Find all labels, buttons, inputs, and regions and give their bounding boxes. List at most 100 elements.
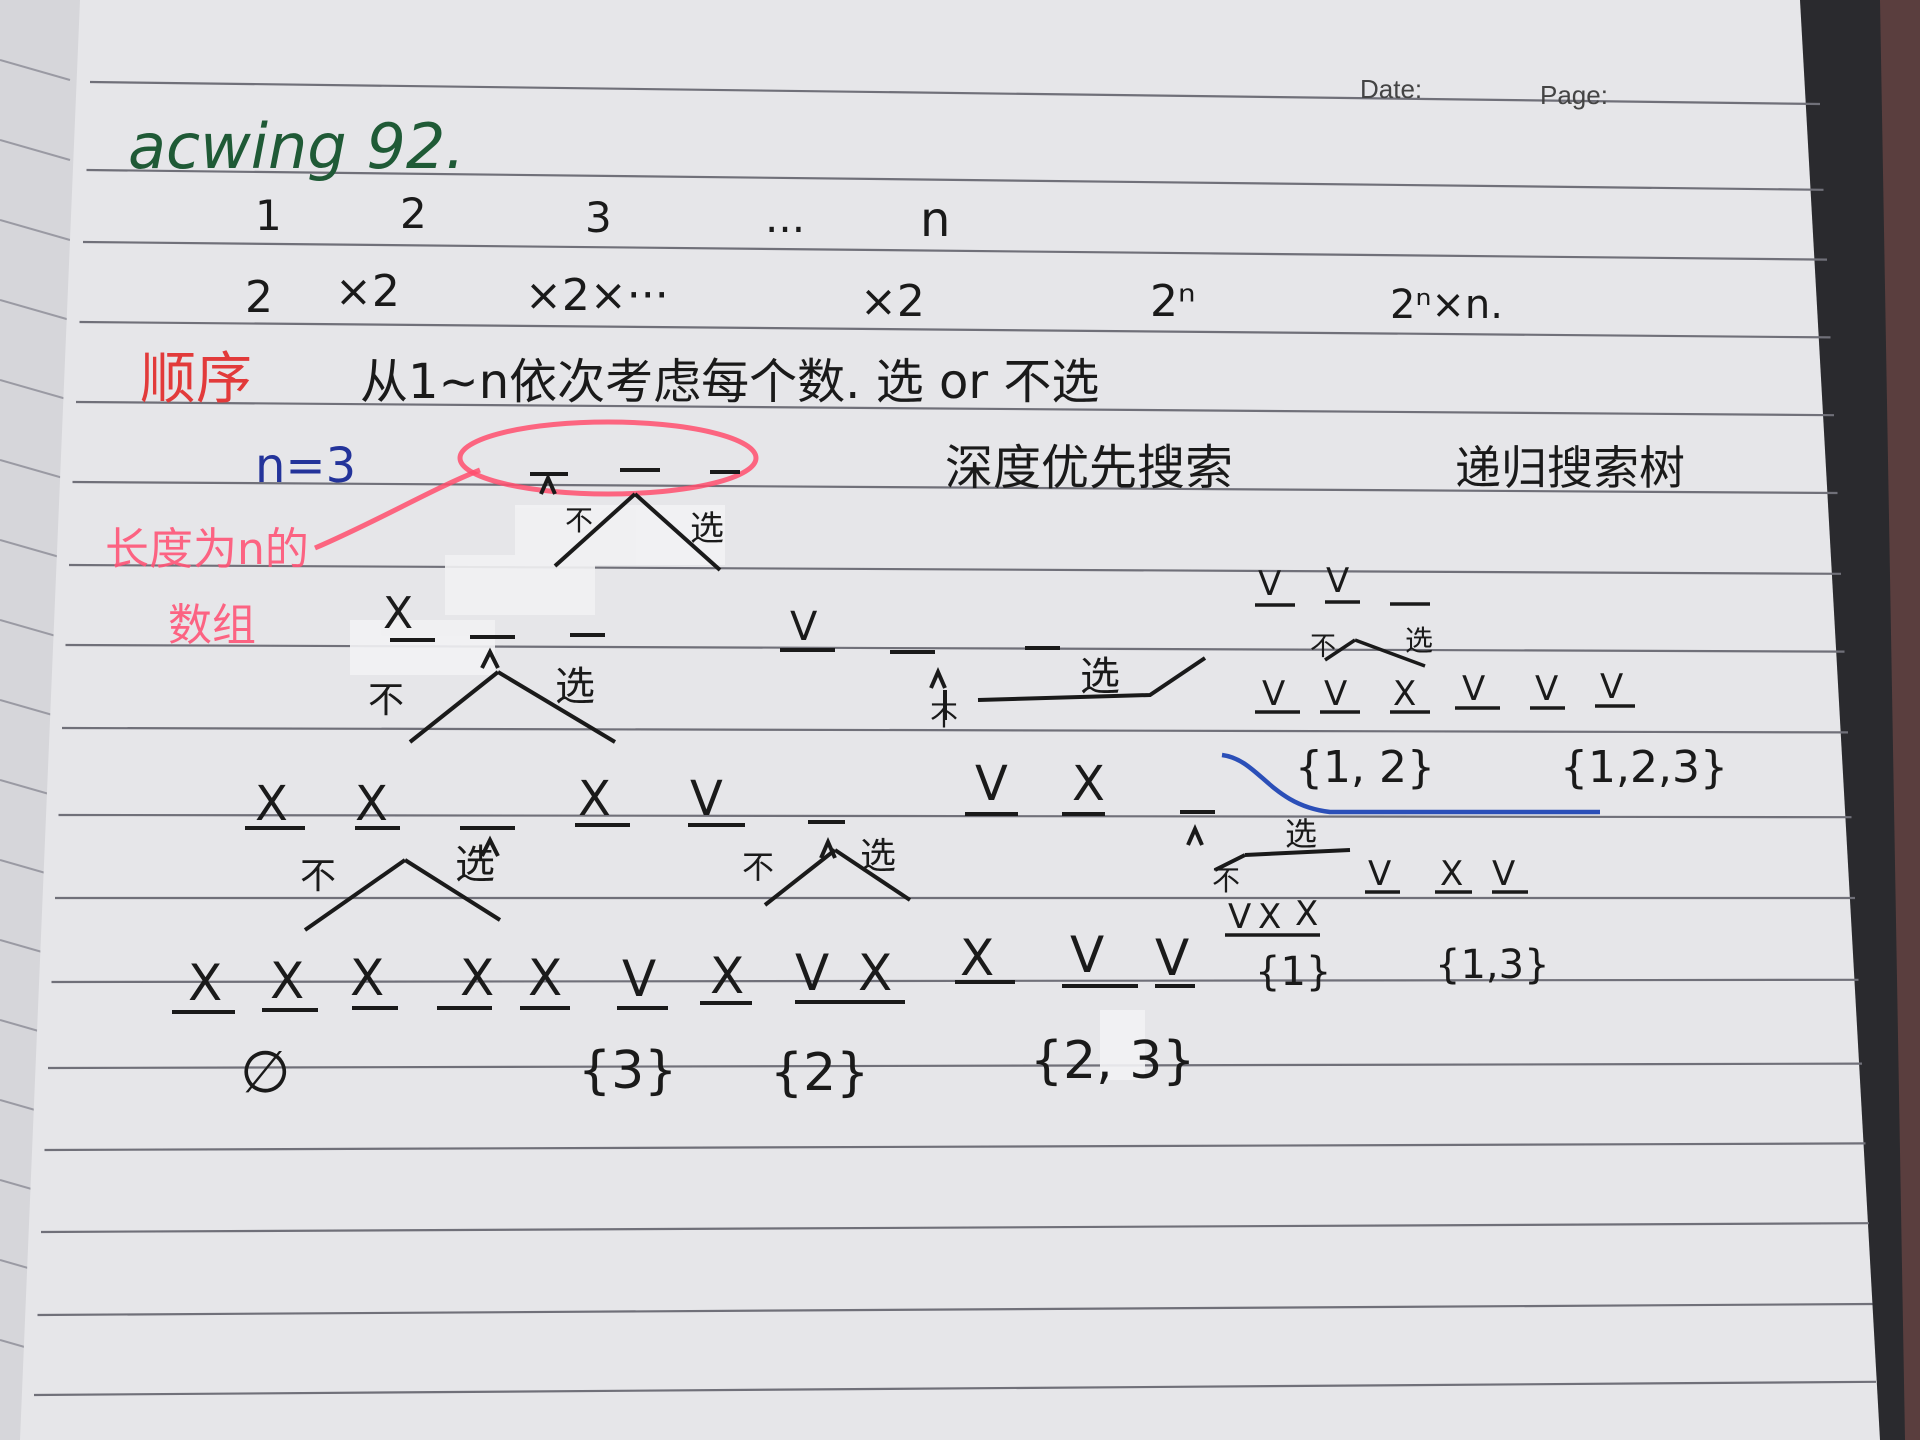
seq-3: 3 (585, 193, 612, 242)
mark-ur-3: V (1262, 674, 1285, 714)
level2-marks: X X X V V X 不 选 不 选 不 选 (255, 756, 1317, 897)
subset-3: {3} (578, 1041, 677, 1101)
branch-choose-0: 选 (690, 509, 724, 549)
ruled-line (72, 480, 1838, 495)
subset-empty: ∅ (240, 1038, 291, 1106)
subset-1: {1} (1255, 949, 1331, 995)
right-subtree-lines (1225, 890, 1528, 937)
branch-not-2a: 不 (300, 856, 336, 897)
tree-level2 (245, 810, 1351, 932)
highlight-circle (457, 419, 759, 497)
branch-choose-1b: 选 (1080, 654, 1120, 700)
branch-not-ur: 不 (1310, 632, 1336, 662)
mark-l2-3: X (578, 771, 611, 827)
tree-upper-right (1255, 600, 1635, 714)
leaf-12: V (1155, 929, 1189, 987)
branch-not-2b: 不 (742, 848, 774, 886)
leaf-2: X (270, 952, 304, 1010)
ruled-line (40, 1222, 1870, 1234)
ruled-line (61, 726, 1849, 734)
branch-not-1b: 不 (930, 699, 958, 732)
mark-ur-5: X (1393, 674, 1416, 714)
order-text: 从1~n依次考虑每个数. 选 or 不选 (360, 354, 1099, 410)
branch-choose-2b: 选 (860, 836, 896, 877)
ruled-line (82, 240, 1828, 261)
order-label: 顺序 (140, 347, 252, 412)
recursion-tree-label: 递归搜索树 (1455, 441, 1685, 495)
ruled-lines (33, 80, 1877, 1397)
leaf-11: V (1070, 926, 1104, 984)
right-subtree-marks: V X X V X V (1228, 854, 1515, 937)
mark-l1-b: V (790, 604, 818, 650)
seq-n: n (920, 192, 950, 248)
leaf-3: X (350, 949, 384, 1007)
mark-ur-1: V (1258, 564, 1281, 604)
subset-1-2-3: {1,2,3} (1560, 742, 1728, 793)
mark-rs-6: V (1492, 854, 1515, 894)
array-note-line1: 长度为n的 (105, 524, 309, 575)
branch-not-1a: 不 (368, 680, 404, 721)
ruled-line (75, 400, 1835, 417)
array-note-line2: 数组 (168, 600, 256, 651)
leaf-6: V (622, 950, 656, 1008)
n-value: n=3 (255, 438, 356, 494)
mark-ur-4: V (1324, 674, 1347, 714)
leaf-marks: X X X X X V X V X X V V (188, 926, 1189, 1012)
page-label: Page: (1540, 80, 1608, 110)
mark-rs-2: X (1258, 897, 1281, 937)
branch-choose-2a: 选 (455, 842, 495, 888)
leaf-7: X (710, 947, 744, 1005)
dfs-label: 深度优先搜索 (945, 440, 1233, 496)
product-2: 2 (245, 272, 273, 323)
upper-right-marks: V V 不 选 V V X V V V (1258, 561, 1623, 714)
note-title: acwing 92. (128, 110, 465, 183)
product-x2-a: ×2 (335, 266, 400, 317)
ruled-line (47, 1062, 1863, 1070)
mark-l2-6: X (1072, 756, 1105, 812)
mark-ur-8: V (1600, 667, 1623, 707)
leaf-10: X (960, 929, 994, 987)
subset-2-3: {2, 3} (1030, 1031, 1195, 1091)
subset-1-3: {1,3} (1435, 942, 1550, 988)
ruled-line (37, 1302, 1873, 1317)
ruled-line (79, 320, 1831, 339)
subset-1-2: {1, 2} (1295, 742, 1435, 793)
mark-ur-7: V (1535, 669, 1558, 709)
product-x2-b: ×2×··· (525, 270, 669, 321)
leaf-8: V (795, 944, 829, 1002)
tree-level0 (530, 468, 740, 572)
leaf-underlines (172, 980, 1195, 1014)
notebook-spine (1880, 0, 1920, 1440)
ruled-line (68, 563, 1842, 575)
mark-l2-4: V (690, 771, 723, 827)
mark-rs-5: X (1440, 854, 1463, 894)
correction-tape (350, 505, 1145, 1080)
product-row: 2 ×2 ×2×··· ×2 2ⁿ 2ⁿ×n. (245, 266, 1503, 328)
ruled-line (33, 1380, 1877, 1397)
notebook-page (20, 0, 1880, 1440)
product-x2-c: ×2 (860, 276, 925, 327)
mark-ur-6: V (1462, 669, 1485, 709)
date-label: Date: (1360, 74, 1422, 104)
branch-choose-1a: 选 (555, 664, 595, 710)
branch-not-0: 不 (565, 504, 593, 537)
mark-l2-1: X (255, 776, 288, 832)
mark-rs-1: V (1228, 897, 1251, 937)
ruled-line (58, 813, 1852, 819)
mark-l2-5: V (975, 756, 1008, 812)
mark-l1-a: X (383, 588, 413, 639)
product-2n: 2ⁿ (1150, 276, 1196, 327)
branch-not-2c: 不 (1212, 864, 1240, 897)
mark-l2-2: X (355, 776, 388, 832)
ruled-line (86, 168, 1824, 191)
leaf-5: X (528, 949, 562, 1007)
ruled-line (89, 80, 1821, 106)
seq-dots: ... (765, 193, 805, 242)
mark-ur-2: V (1326, 561, 1349, 601)
seq-2: 2 (400, 189, 427, 238)
mark-rs-4: V (1368, 854, 1391, 894)
tree-level1-left (390, 633, 617, 744)
sequence-row: 1 2 3 ... n (255, 189, 950, 248)
seq-1: 1 (255, 191, 282, 240)
